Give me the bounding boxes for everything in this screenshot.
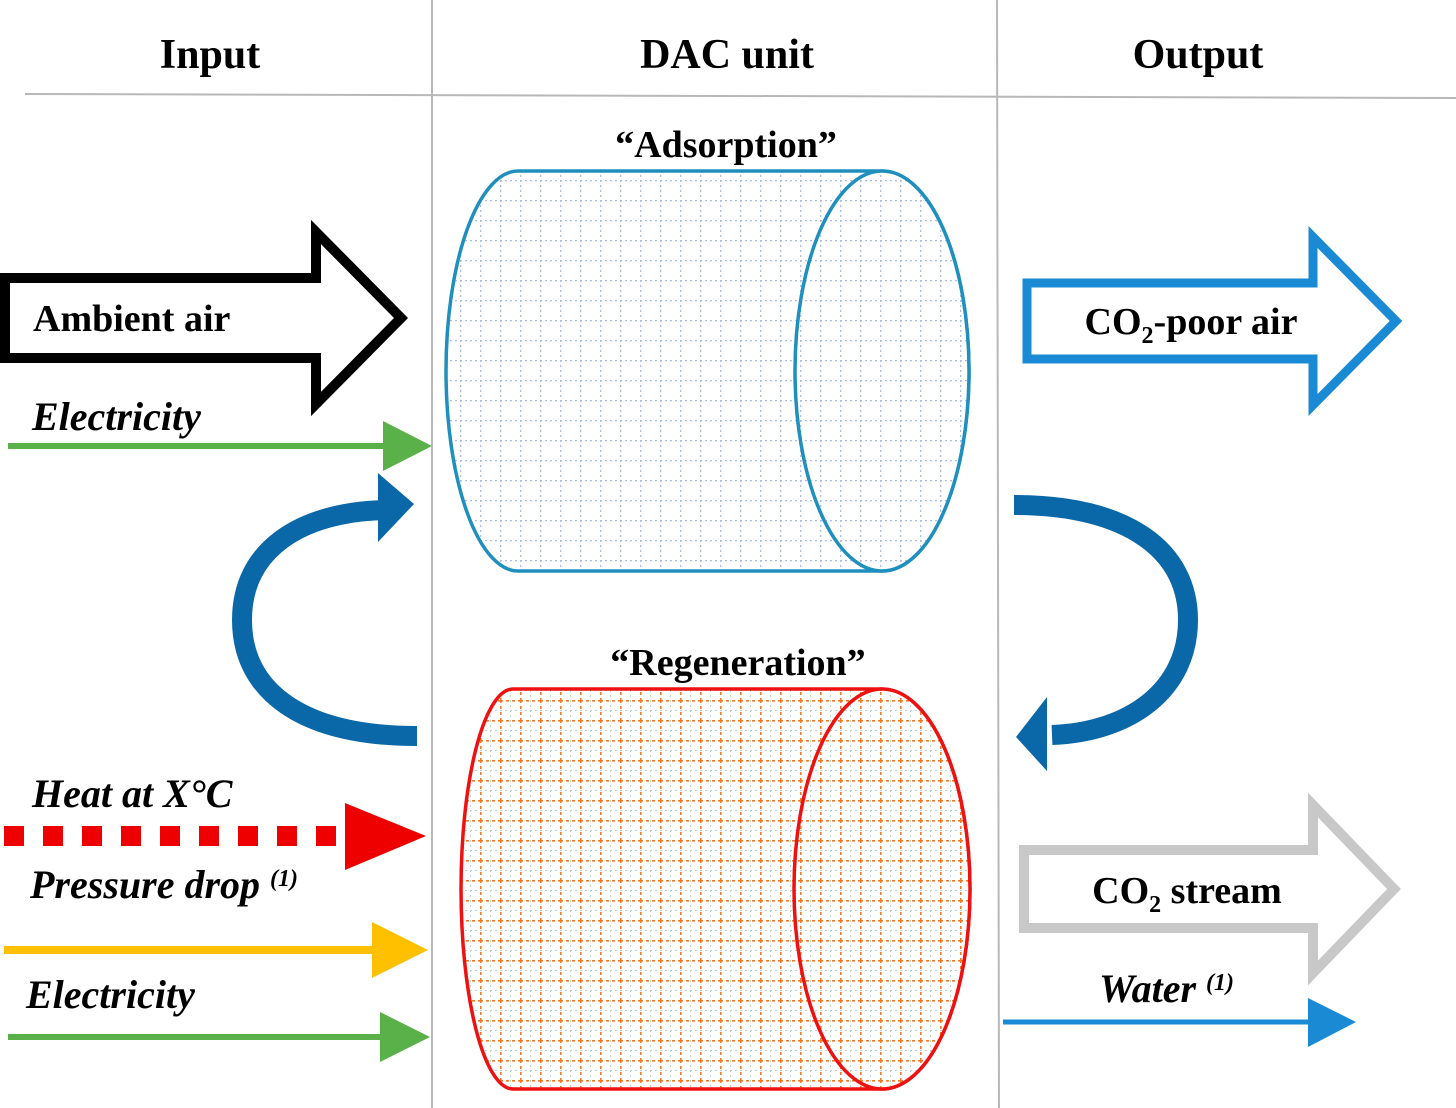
header-input: Input: [160, 32, 260, 78]
cycle-arrow-right-head: [1016, 697, 1047, 771]
water-arrowhead: [1308, 998, 1356, 1047]
adsorption-cylinder: [444, 169, 971, 573]
pressure-drop-label: Pressure drop (1): [29, 862, 298, 907]
pressure-drop-arrowhead: [372, 922, 428, 978]
column-divider-right: [996, 0, 1000, 1108]
co2-poor-air-arrow: [1022, 226, 1403, 416]
electricity-top-label: Electricity: [31, 394, 201, 439]
cycle-arrow-right: [1013, 495, 1199, 745]
electricity-bottom-arrowhead: [380, 1012, 430, 1062]
header-divider: [24, 93, 1456, 99]
heat-arrowhead: [345, 803, 426, 870]
co2-stream-label: CO2 stream: [1092, 870, 1282, 918]
ambient-air-arrow: [0, 219, 409, 417]
heat-label: Heat at X°C: [31, 771, 234, 816]
regeneration-cylinder: [459, 687, 972, 1091]
cycle-arrow-left-head: [378, 473, 414, 542]
co2-poor-air-label: CO2-poor air: [1085, 301, 1298, 349]
header-output: Output: [1133, 32, 1264, 78]
cycle-arrow-left: [231, 500, 418, 746]
electricity-bottom-label: Electricity: [25, 972, 195, 1017]
ambient-air-label: Ambient air: [33, 298, 231, 340]
regeneration-title: “Regeneration”: [610, 642, 865, 684]
water-label: Water (1): [1099, 966, 1234, 1011]
co2-stream-arrow: [1019, 792, 1401, 986]
adsorption-title: “Adsorption”: [615, 124, 837, 166]
electricity-top-arrowhead: [383, 421, 432, 471]
header-dac-unit: DAC unit: [640, 32, 814, 78]
